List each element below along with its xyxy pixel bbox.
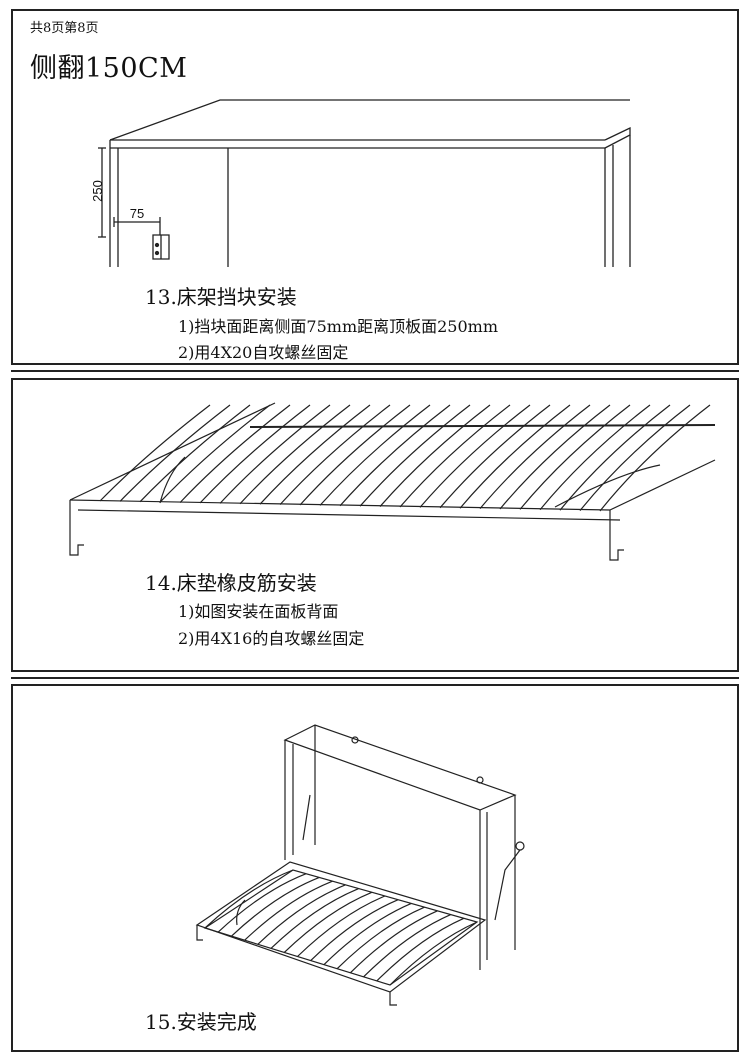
bed-slat [350, 911, 437, 973]
step-14-line-1: 1)如图安装在面板背面 [178, 602, 339, 621]
bed-slat [100, 405, 210, 501]
bed-slat [480, 405, 590, 509]
cabinet-top-drawing: 250 75 [90, 95, 650, 270]
bed-slat [271, 889, 359, 949]
bed-slat [218, 874, 306, 932]
bed-slat [340, 405, 450, 506]
page-count: 共8页第8页 [30, 21, 99, 36]
dimension-250-label: 250 [90, 180, 105, 202]
bed-slat [500, 405, 610, 509]
bed-slat [540, 405, 650, 510]
bed-slat [390, 922, 477, 985]
dimension-75-label: 75 [130, 206, 144, 221]
bed-slat [200, 405, 310, 503]
step-14-title: 14.床垫橡皮筋安装 [145, 571, 317, 595]
bed-slat [364, 915, 451, 977]
bed-slat [320, 405, 430, 505]
step-15-panel [11, 684, 739, 1052]
panel-separator [11, 370, 739, 372]
bed-slat [160, 405, 270, 502]
finished-bed-drawing [185, 720, 535, 1010]
bed-slat [400, 405, 510, 507]
step-13-line-2: 2)用4X20自攻螺丝固定 [178, 343, 349, 362]
step-13-line-1: 1)挡块面距离侧面75mm距离顶板面250mm [178, 317, 499, 336]
step-15-title: 15.安装完成 [145, 1010, 257, 1034]
panel-separator [11, 677, 739, 679]
bed-slat [280, 405, 390, 505]
bed-slat [380, 405, 490, 507]
bed-slat [220, 405, 330, 503]
bed-slat [245, 881, 333, 940]
bed-slat [120, 405, 230, 501]
bed-slat [520, 405, 630, 509]
bed-slat [560, 405, 670, 510]
bed-slat [298, 896, 386, 957]
bed-slat [205, 870, 293, 928]
bed-slat [284, 892, 372, 952]
page-title: 侧翻150CM [30, 53, 188, 84]
bed-slat [311, 900, 398, 961]
bed-slat [231, 877, 319, 936]
bed-slat [240, 405, 350, 504]
bed-slat [180, 405, 290, 503]
step-13-title: 13.床架挡块安装 [145, 285, 297, 309]
bed-slat [337, 907, 424, 969]
bed-slat [600, 405, 710, 511]
bed-slat [258, 885, 346, 944]
bed-slat [140, 405, 250, 502]
bed-slat [440, 405, 550, 508]
bed-slat [377, 918, 464, 981]
step-14-line-2: 2)用4X16的自攻螺丝固定 [178, 629, 365, 648]
bed-slat [300, 405, 410, 505]
bed-slat [420, 405, 530, 507]
bed-slat [580, 405, 690, 511]
bed-slat [460, 405, 570, 508]
bed-slat [360, 405, 470, 506]
bed-slat [260, 405, 370, 504]
step-13-panel [11, 9, 739, 365]
bed-slats-drawing [60, 395, 720, 565]
bed-slat [324, 903, 411, 964]
